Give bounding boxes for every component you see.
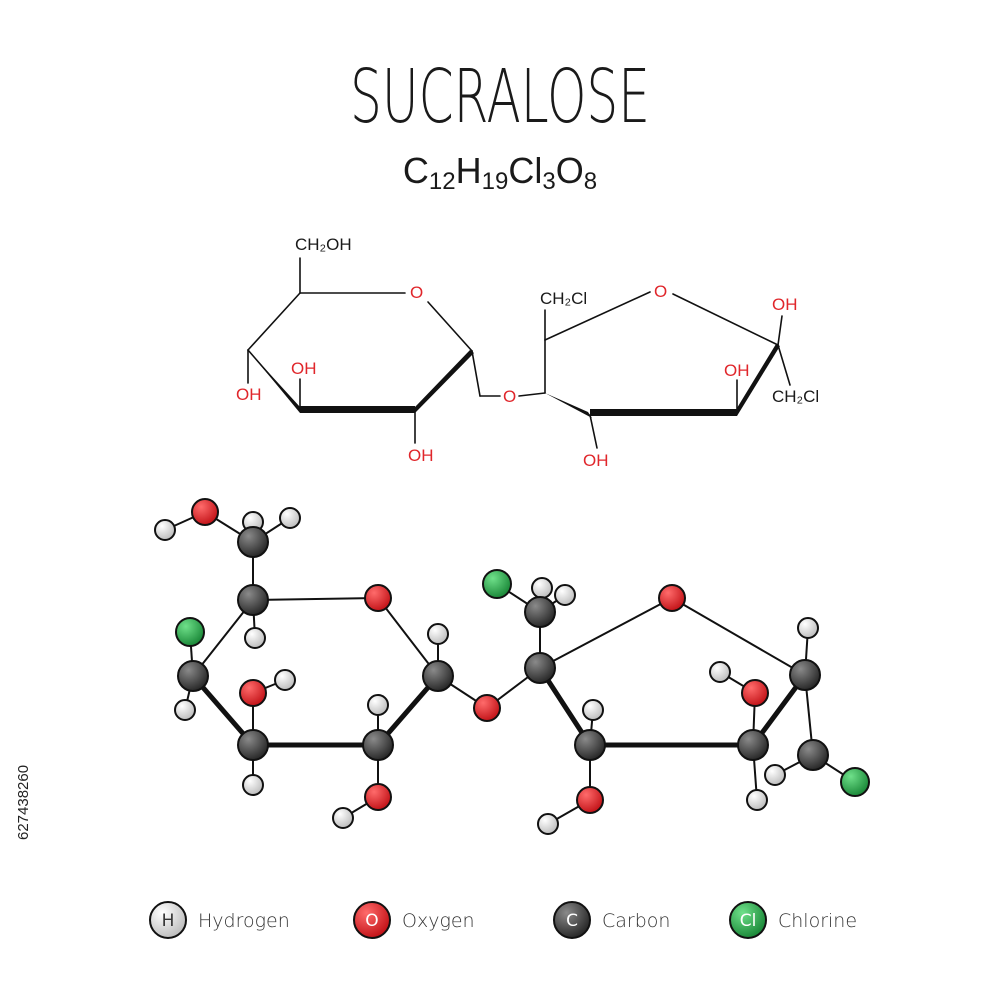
label-bridge-oxygen: O [503,387,516,406]
atom-carbon [789,659,821,691]
label-ch2oh: CH₂OH [295,235,352,254]
atom-hydrogen [279,507,301,529]
atom-carbon [237,584,269,616]
model-bonds [164,511,856,825]
atom-hydrogen [244,627,266,649]
atom-chlorine [482,569,512,599]
legend: H Hydrogen O Oxygen C Carbon Cl Chlorine [149,901,857,939]
atom-hydrogen [531,577,553,599]
atom-carbon [237,526,269,558]
atom-hydrogen [242,774,264,796]
skeletal-bold-bonds [248,344,780,418]
label-ch2cl-1: CH₂Cl [540,289,587,308]
atom-hydrogen [797,617,819,639]
legend-swatch [149,901,187,939]
legend-label: Hydrogen [198,910,290,932]
skeletal-structure [247,257,791,449]
model-atoms [154,498,870,835]
atom-hydrogen [332,807,354,829]
legend-label: Carbon [602,910,670,932]
label-oh-c3prime: OH [583,451,609,470]
label-ring-oxygen-2: O [654,282,667,301]
ball-and-stick-model [154,498,870,835]
label-oh-c2: OH [408,446,434,465]
page-title: SUCRALOSE [350,54,650,140]
legend-swatch [353,901,391,939]
atom-hydrogen [174,699,196,721]
atom-hydrogen [582,699,604,721]
legend-symbol: H [162,911,175,931]
legend-item-oxygen: O Oxygen [353,901,475,939]
atom-hydrogen [709,661,731,683]
atom-oxygen [741,679,769,707]
label-oh-c4prime: OH [724,361,750,380]
atom-oxygen [364,783,392,811]
label-oh-c3: OH [291,359,317,378]
atom-carbon [797,739,829,771]
atom-hydrogen [537,813,559,835]
atom-carbon [524,596,556,628]
atom-hydrogen [746,789,768,811]
atom-chlorine [840,767,870,797]
atom-hydrogen [274,669,296,691]
atom-oxygen [658,584,686,612]
atom-carbon [524,652,556,684]
label-oh-c4: OH [236,385,262,404]
legend-swatch [553,901,591,939]
atom-carbon [237,729,269,761]
label-oh-top-right: OH [772,295,798,314]
legend-symbol: C [566,911,578,931]
legend-item-chlorine: Cl Chlorine [729,901,857,939]
atom-hydrogen [764,764,786,786]
atom-oxygen [364,584,392,612]
stock-id: 627438260 [15,765,32,840]
legend-item-carbon: C Carbon [553,901,670,939]
atom-carbon [422,660,454,692]
atom-hydrogen [154,519,176,541]
atom-oxygen [239,679,267,707]
atom-oxygen [576,786,604,814]
legend-label: Chlorine [778,910,857,932]
atom-hydrogen [367,694,389,716]
atom-oxygen [191,498,219,526]
atom-hydrogen [427,623,449,645]
atom-carbon [362,729,394,761]
atom-carbon [737,729,769,761]
atom-hydrogen [554,584,576,606]
atom-carbon [177,660,209,692]
label-ring-oxygen-1: O [410,283,423,302]
legend-swatch [729,901,767,939]
label-ch2cl-2: CH₂Cl [772,387,819,406]
atom-oxygen [473,694,501,722]
atom-chlorine [175,617,205,647]
legend-item-hydrogen: H Hydrogen [149,901,290,939]
legend-symbol: Cl [740,911,757,931]
atom-carbon [574,729,606,761]
legend-label: Oxygen [402,910,475,932]
molecular-formula: C12H19Cl3O8 [403,150,597,195]
legend-symbol: O [365,911,378,931]
